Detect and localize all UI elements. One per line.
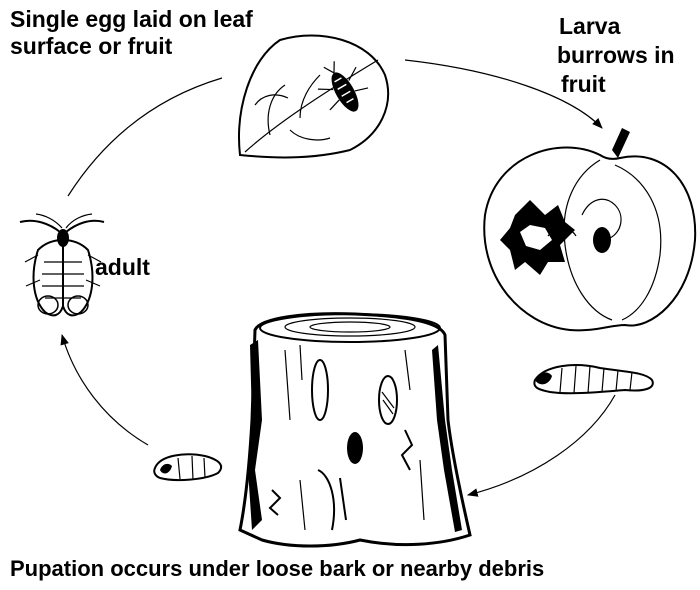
larva-stage-label: Larva burrows in fruit [557,12,675,99]
adult-moth-icon [20,214,104,315]
larva-label-line-3: fruit [557,70,675,99]
egg-stage-label: Single egg laid on leaf surface or fruit [10,6,253,60]
larva-icon [534,365,652,393]
arrow-pupa-to-adult [62,335,148,445]
egg-label-line-2: surface or fruit [10,33,253,60]
leaf-with-moth-icon [239,35,388,157]
larva-label-line-1: Larva [557,12,675,41]
pupa-cocoon-icon [154,454,221,480]
arrow-larva-to-stump [468,395,615,495]
adult-stage-label: adult [95,254,150,281]
larva-label-line-2: burrows in [557,41,675,70]
pupation-stage-label: Pupation occurs under loose bark or near… [10,555,544,582]
tree-stump-icon [240,314,470,546]
arrow-adult-to-leaf [68,78,222,196]
egg-label-line-1: Single egg laid on leaf [10,6,253,33]
apple-cross-section-icon [484,128,695,330]
